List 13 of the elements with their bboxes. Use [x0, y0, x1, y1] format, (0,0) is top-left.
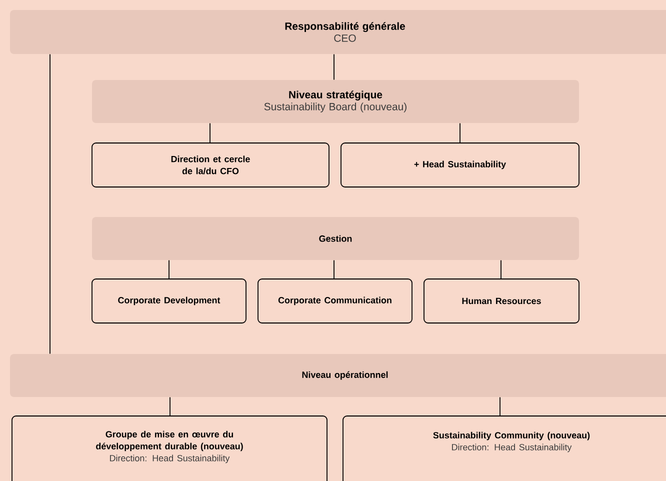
connector-line [500, 260, 502, 279]
unit-box: Corporate Communication [258, 278, 412, 324]
level-band: Niveau opérationnel [10, 354, 666, 397]
unit-box: Direction et cercle de la/du CFO [92, 142, 330, 188]
level-band: Gestion [92, 217, 579, 260]
level-band: Niveau stratégique Sustainability Board (nouveau) [92, 80, 579, 123]
unit-box: Human Resources [424, 278, 580, 324]
unit-box: Sustainability Community (nouveau) Direction: Head Sustainability [342, 416, 666, 481]
connector-line [168, 260, 170, 279]
level-band: Responsabilité générale CEO [10, 10, 666, 54]
unit-box: Groupe de mise en œuvre du développement durable (nouveau) Direction: Head Sustainability [12, 416, 328, 481]
unit-box: Corporate Development [92, 278, 246, 324]
unit-box: + Head Sustainability [340, 142, 580, 188]
